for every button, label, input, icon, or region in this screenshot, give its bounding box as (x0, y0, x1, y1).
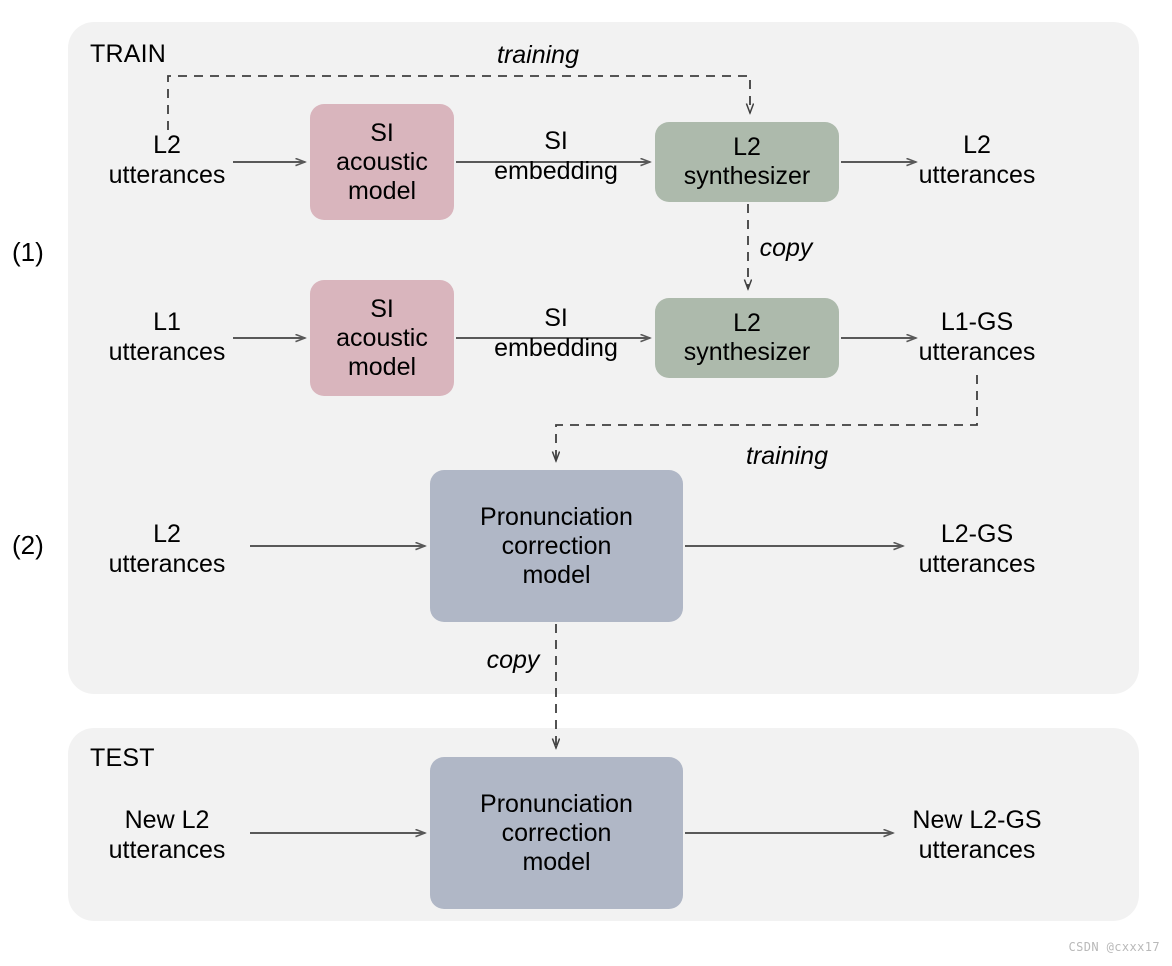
label-training-top: training (497, 41, 579, 69)
label-training-mid: training (746, 442, 828, 470)
label-copy-correction-model: copy (486, 646, 540, 674)
stage-marker-two: (2) (12, 530, 44, 560)
watermark: CSDN @cxxx17 (1068, 940, 1160, 954)
train-panel-title: TRAIN (90, 40, 166, 68)
stage-marker-one: (1) (12, 237, 44, 267)
label-copy-synthesizer: copy (759, 234, 813, 262)
test-panel-title: TEST (90, 744, 155, 772)
